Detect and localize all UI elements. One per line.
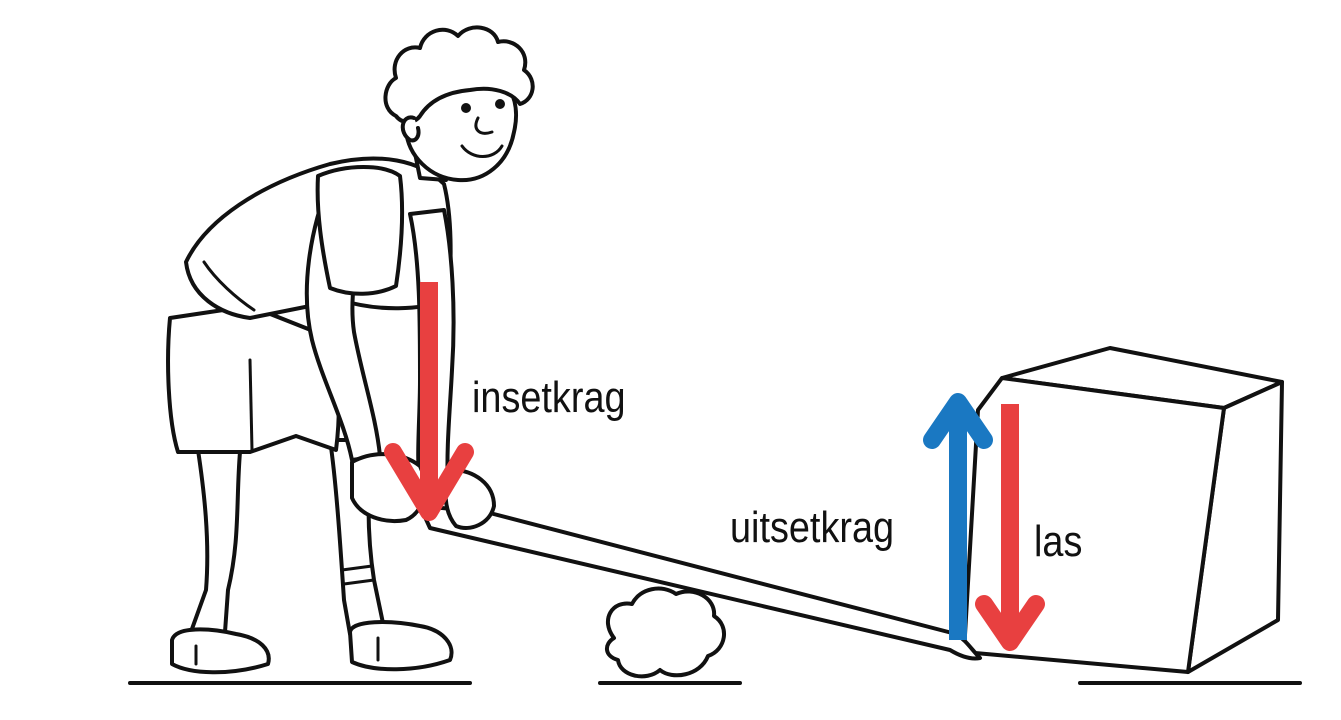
effort-arrow xyxy=(384,282,474,521)
effort-label: insetkrag xyxy=(472,373,626,422)
load-label: las xyxy=(1034,517,1083,566)
output-arrow xyxy=(923,393,993,640)
load-arrow xyxy=(975,404,1045,651)
rock-fulcrum xyxy=(605,586,726,679)
output-label: uitsetkrag xyxy=(730,503,895,552)
person xyxy=(166,25,535,675)
